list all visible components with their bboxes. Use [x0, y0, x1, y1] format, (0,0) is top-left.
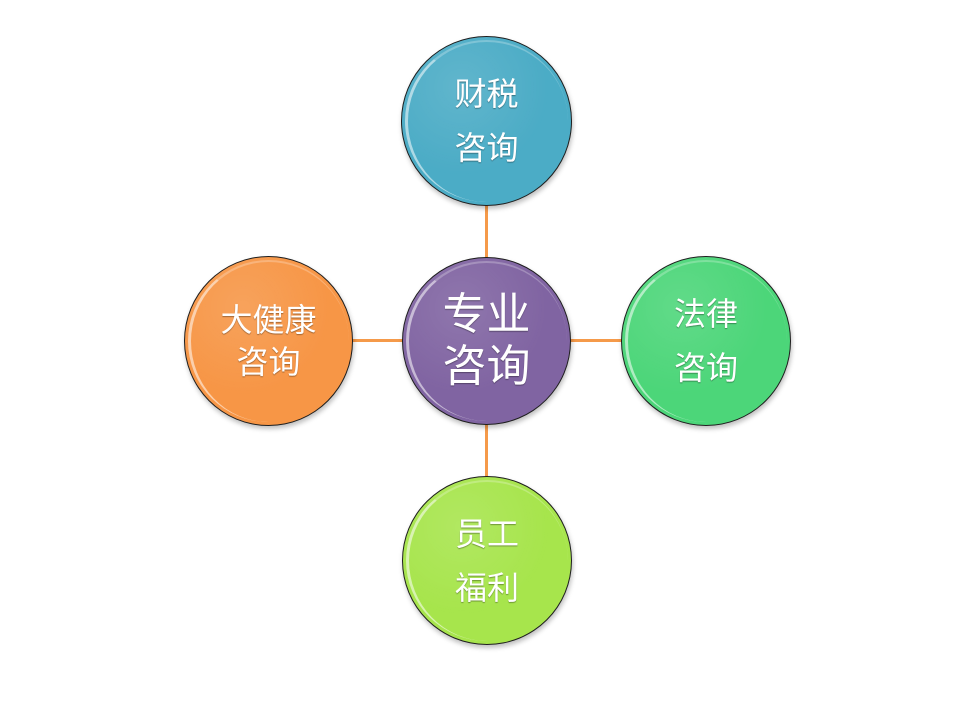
connector-bottom — [485, 423, 488, 477]
node-legal-consulting[interactable]: 法律 咨询 — [621, 256, 791, 426]
hub-node-professional-consulting[interactable]: 专业 咨询 — [402, 257, 571, 425]
connector-left — [352, 339, 403, 342]
tax-label-line-2: 咨询 — [454, 129, 519, 167]
health-label-line-2: 咨询 — [236, 343, 301, 381]
benefits-label-line-2: 福利 — [454, 568, 519, 607]
benefits-label-line-1: 员工 — [454, 514, 519, 553]
connector-top — [485, 205, 488, 259]
node-health-consulting[interactable]: 大健康 咨询 — [184, 256, 353, 426]
legal-label-line-1: 法律 — [673, 295, 738, 333]
node-tax-consulting[interactable]: 财税 咨询 — [401, 36, 572, 206]
connector-right — [570, 339, 622, 342]
hub-label-line-1: 专业 — [442, 289, 531, 340]
legal-label-line-2: 咨询 — [673, 349, 738, 387]
node-employee-benefits[interactable]: 员工 福利 — [402, 476, 572, 645]
tax-label-line-1: 财税 — [454, 75, 519, 113]
health-label-line-1: 大健康 — [220, 301, 317, 339]
hub-label-line-2: 咨询 — [442, 341, 531, 392]
